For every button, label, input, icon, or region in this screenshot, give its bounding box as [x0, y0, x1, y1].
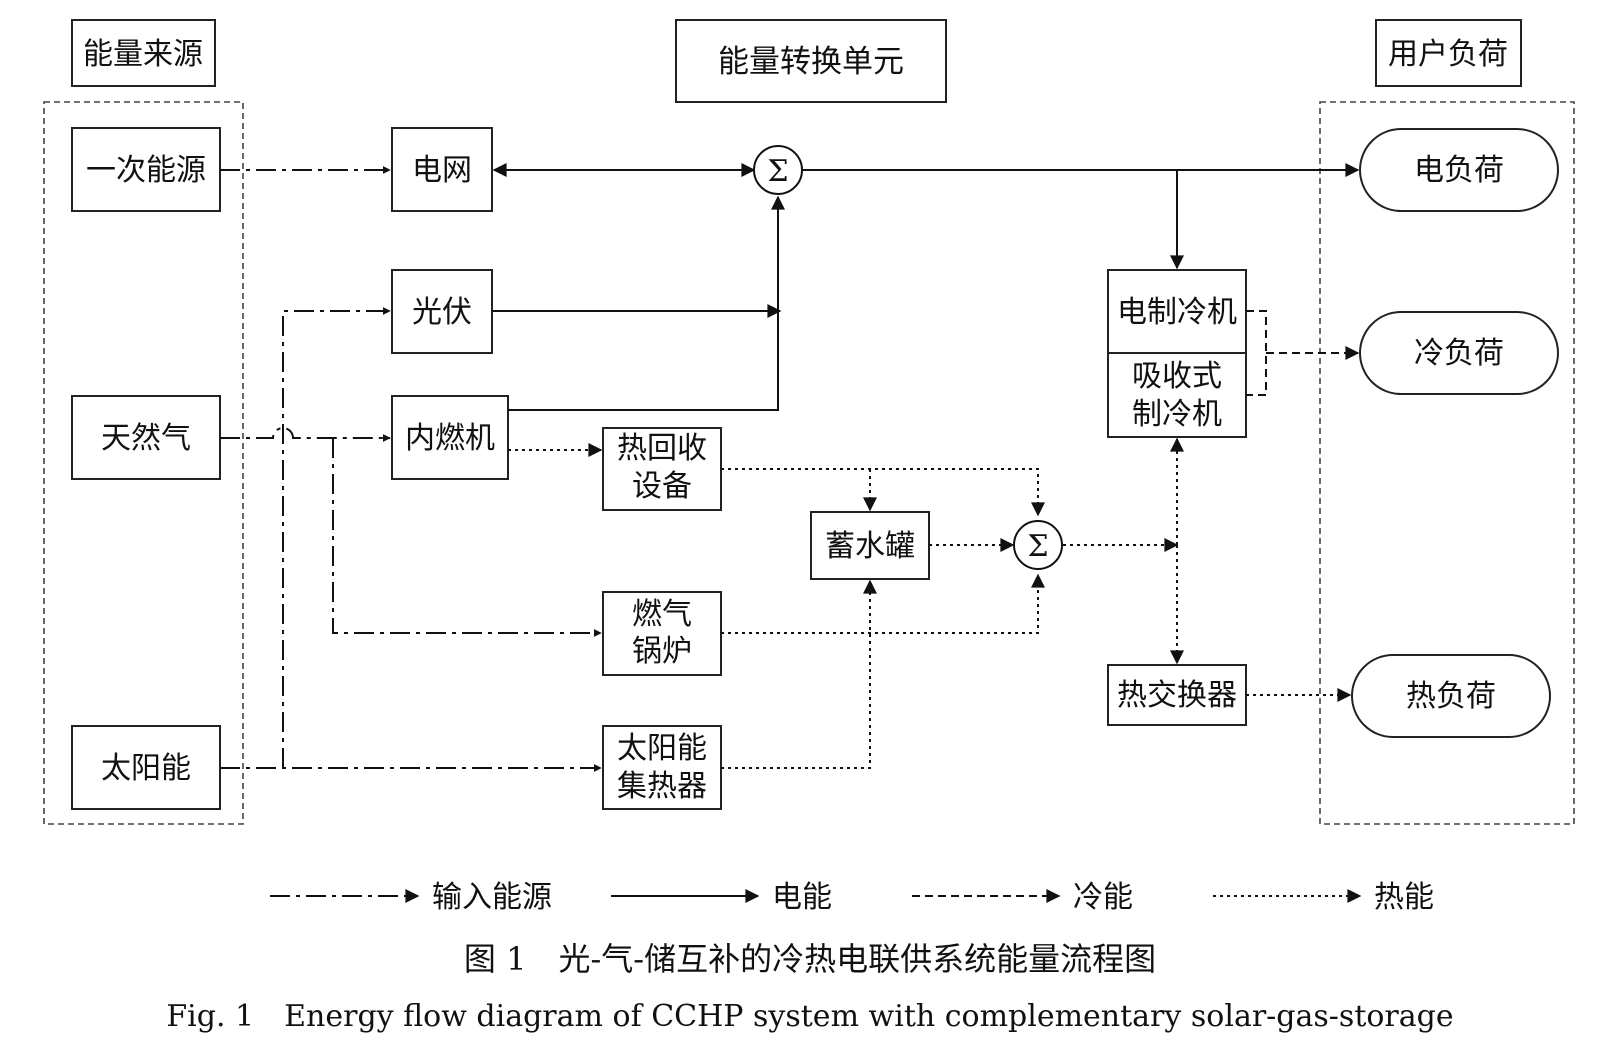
header-conversion-unit: 能量转换单元: [675, 19, 947, 103]
source-natural-gas-label: 天然气: [101, 421, 191, 456]
sum-node-electric: Σ: [753, 145, 803, 195]
unit-pv-label: 光伏: [412, 295, 472, 330]
legend-electric-label: 电能: [772, 880, 832, 915]
unit-electric-chiller-label: 电制冷机: [1117, 295, 1237, 330]
cooling-flows: [1246, 310, 1360, 396]
load-electric: 电负荷: [1359, 128, 1559, 212]
unit-heat-exchanger: 热交换器: [1107, 664, 1247, 726]
load-group-frame: [1319, 101, 1575, 825]
unit-heat-recovery: 热回收 设备: [602, 427, 722, 511]
source-natural-gas: 天然气: [71, 395, 221, 480]
unit-grid-label: 电网: [412, 153, 472, 188]
input-flows: [220, 166, 602, 772]
unit-gas-boiler-label-1: 燃气: [632, 597, 692, 632]
unit-solar-collector-label-2: 集热器: [617, 769, 707, 804]
unit-chillers: 电制冷机 吸收式 制冷机: [1107, 269, 1247, 438]
unit-solar-collector-label-1: 太阳能: [617, 731, 707, 766]
unit-solar-collector: 太阳能 集热器: [602, 725, 722, 810]
unit-ice: 内燃机: [391, 395, 509, 480]
load-heating: 热负荷: [1351, 654, 1551, 738]
load-cooling-label: 冷负荷: [1414, 336, 1504, 371]
header-energy-source: 能量来源: [71, 19, 216, 87]
unit-absorption-chiller-label-1: 吸收式: [1132, 359, 1222, 394]
load-heating-label: 热负荷: [1406, 679, 1496, 714]
header-user-load: 用户负荷: [1375, 19, 1522, 87]
unit-storage-tank: 蓄水罐: [810, 511, 930, 580]
legend: 输入能源 电能 冷能 热能: [270, 880, 1434, 915]
unit-heat-recovery-label-2: 设备: [632, 469, 692, 504]
load-cooling: 冷负荷: [1359, 311, 1559, 395]
legend-cooling-label: 冷能: [1073, 880, 1133, 915]
load-electric-label: 电负荷: [1414, 153, 1504, 188]
source-primary-energy: 一次能源: [71, 127, 221, 212]
unit-heat-recovery-label-1: 热回收: [617, 431, 707, 466]
unit-absorption-chiller-label-2: 制冷机: [1132, 397, 1222, 432]
header-energy-source-label: 能量来源: [83, 37, 203, 72]
legend-heat-label: 热能: [1374, 880, 1434, 915]
legend-heat: 热能: [1213, 880, 1434, 915]
sum-node-heat: Σ: [1013, 520, 1063, 570]
header-conversion-unit-label: 能量转换单元: [718, 44, 904, 80]
unit-grid: 电网: [391, 127, 493, 212]
unit-heat-exchanger-label: 热交换器: [1117, 678, 1237, 713]
svg-text:Σ: Σ: [767, 154, 788, 189]
source-solar-label: 太阳能: [101, 751, 191, 786]
caption-chinese: 图 1 光-气-储互补的冷热电联供系统能量流程图: [464, 940, 1156, 978]
source-solar: 太阳能: [71, 725, 221, 810]
heat-flows: [508, 437, 1352, 769]
svg-text:Σ: Σ: [1027, 529, 1048, 564]
source-primary-energy-label: 一次能源: [86, 153, 206, 188]
unit-gas-boiler: 燃气 锅炉: [602, 591, 722, 676]
legend-input-energy: 输入能源: [270, 880, 552, 915]
electric-flows: [492, 163, 1360, 411]
legend-electric: 电能: [611, 880, 832, 915]
unit-storage-tank-label: 蓄水罐: [825, 529, 915, 564]
unit-ice-label: 内燃机: [405, 421, 495, 456]
unit-pv: 光伏: [391, 269, 493, 354]
header-user-load-label: 用户负荷: [1388, 37, 1508, 72]
caption-english: Fig. 1 Energy flow diagram of CCHP syste…: [166, 999, 1453, 1034]
source-group-frame: [43, 101, 244, 825]
unit-gas-boiler-label-2: 锅炉: [632, 634, 692, 669]
legend-cooling: 冷能: [912, 880, 1133, 915]
legend-input-label: 输入能源: [432, 880, 552, 915]
